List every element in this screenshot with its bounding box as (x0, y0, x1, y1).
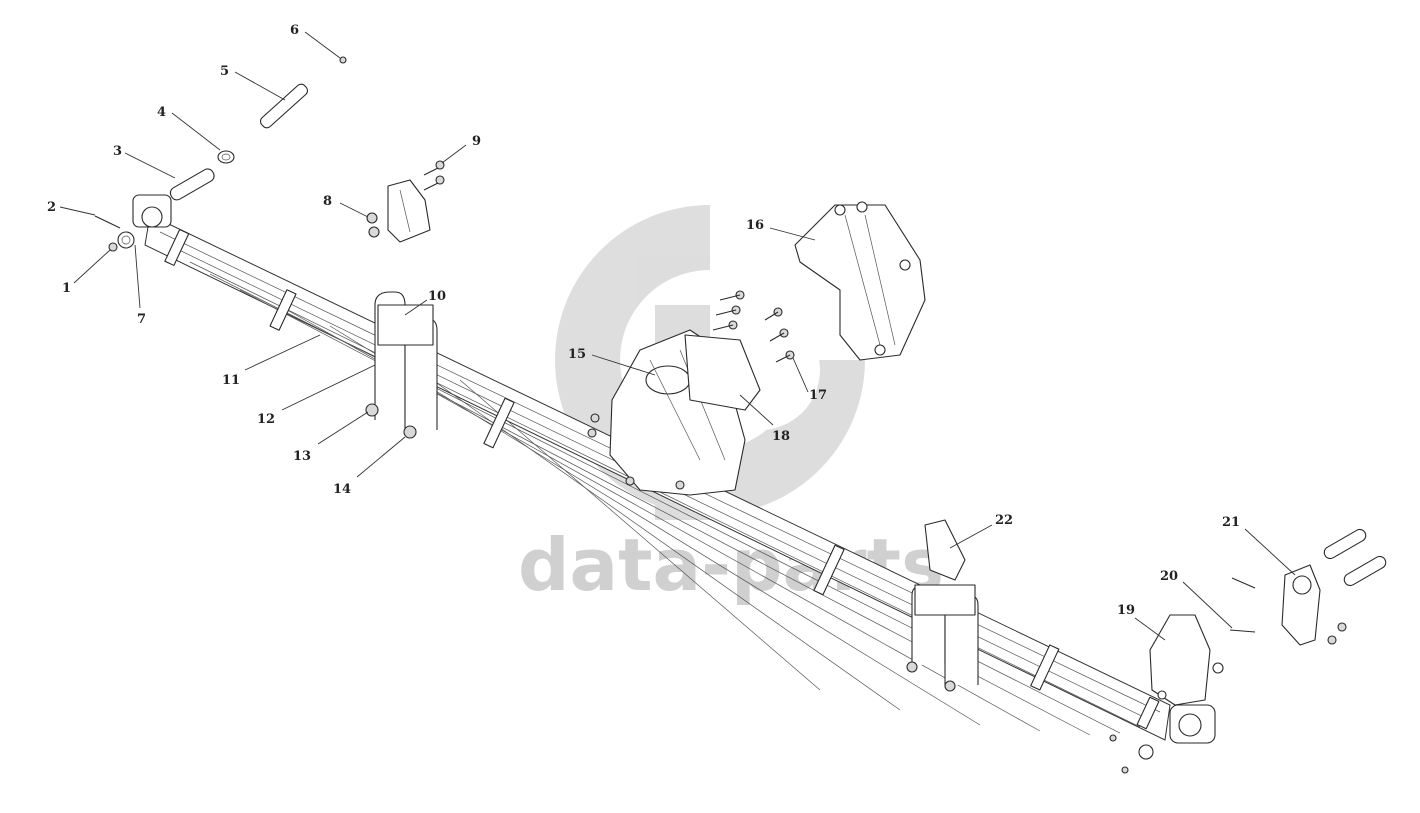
callout-10: 10 (404, 289, 446, 316)
bolt-20 (1229, 577, 1256, 633)
svg-text:10: 10 (428, 289, 446, 304)
svg-text:13: 13 (293, 449, 311, 464)
svg-text:9: 9 (472, 134, 481, 149)
callout-17: 17 (792, 357, 827, 403)
washer-4 (217, 150, 235, 164)
plate-18 (684, 334, 761, 411)
front-spring-eye (94, 194, 172, 252)
callout-4: 4 (157, 105, 221, 151)
bracket-22 (924, 519, 966, 581)
svg-text:12: 12 (257, 412, 275, 427)
svg-text:3: 3 (113, 144, 122, 159)
svg-text:7: 7 (137, 312, 146, 327)
hanger-19 (1149, 614, 1224, 706)
svg-text:1: 1 (62, 281, 71, 296)
callout-22: 22 (949, 513, 1013, 549)
callout-16: 16 (746, 218, 816, 241)
svg-text:22: 22 (995, 513, 1013, 528)
bolts-9 (423, 160, 445, 191)
bolts-17 (712, 290, 795, 363)
callout-5: 5 (220, 64, 286, 101)
svg-text:19: 19 (1117, 603, 1135, 618)
svg-text:14: 14 (333, 482, 351, 497)
svg-text:5: 5 (220, 64, 229, 79)
callout-14: 14 (333, 436, 406, 497)
callout-13: 13 (293, 411, 369, 464)
callout-6: 6 (290, 23, 341, 59)
shackle-21 (1281, 528, 1387, 646)
callout-12: 12 (257, 364, 376, 427)
callout-21: 21 (1222, 515, 1296, 576)
callout-20: 20 (1160, 569, 1233, 629)
callout-2: 2 (47, 200, 96, 216)
callout-9: 9 (441, 134, 481, 164)
rear-spring-eye (1109, 704, 1216, 774)
pin-5 (259, 83, 309, 129)
u-bolts-rear (906, 584, 979, 692)
u-bolts-front (365, 291, 438, 439)
svg-text:11: 11 (222, 373, 240, 388)
callout-8: 8 (323, 194, 369, 218)
callout-11: 11 (222, 334, 321, 388)
bracket-8 (366, 179, 431, 243)
callout-19: 19 (1117, 603, 1166, 641)
callout-15: 15 (568, 347, 656, 376)
svg-text:16: 16 (746, 218, 764, 233)
callout-1: 1 (62, 249, 111, 296)
svg-text:4: 4 (157, 105, 166, 120)
svg-text:6: 6 (290, 23, 299, 38)
svg-text:17: 17 (809, 388, 827, 403)
bolt-6 (339, 56, 347, 64)
svg-text:2: 2 (47, 200, 56, 215)
svg-text:8: 8 (323, 194, 332, 209)
pin-3 (169, 168, 215, 201)
svg-text:21: 21 (1222, 515, 1240, 530)
callout-7: 7 (134, 244, 146, 327)
svg-text:20: 20 (1160, 569, 1178, 584)
svg-text:18: 18 (772, 429, 790, 444)
bracket-16 (794, 201, 926, 361)
callout-18: 18 (739, 394, 790, 444)
callout-3: 3 (113, 144, 176, 179)
svg-text:15: 15 (568, 347, 586, 362)
